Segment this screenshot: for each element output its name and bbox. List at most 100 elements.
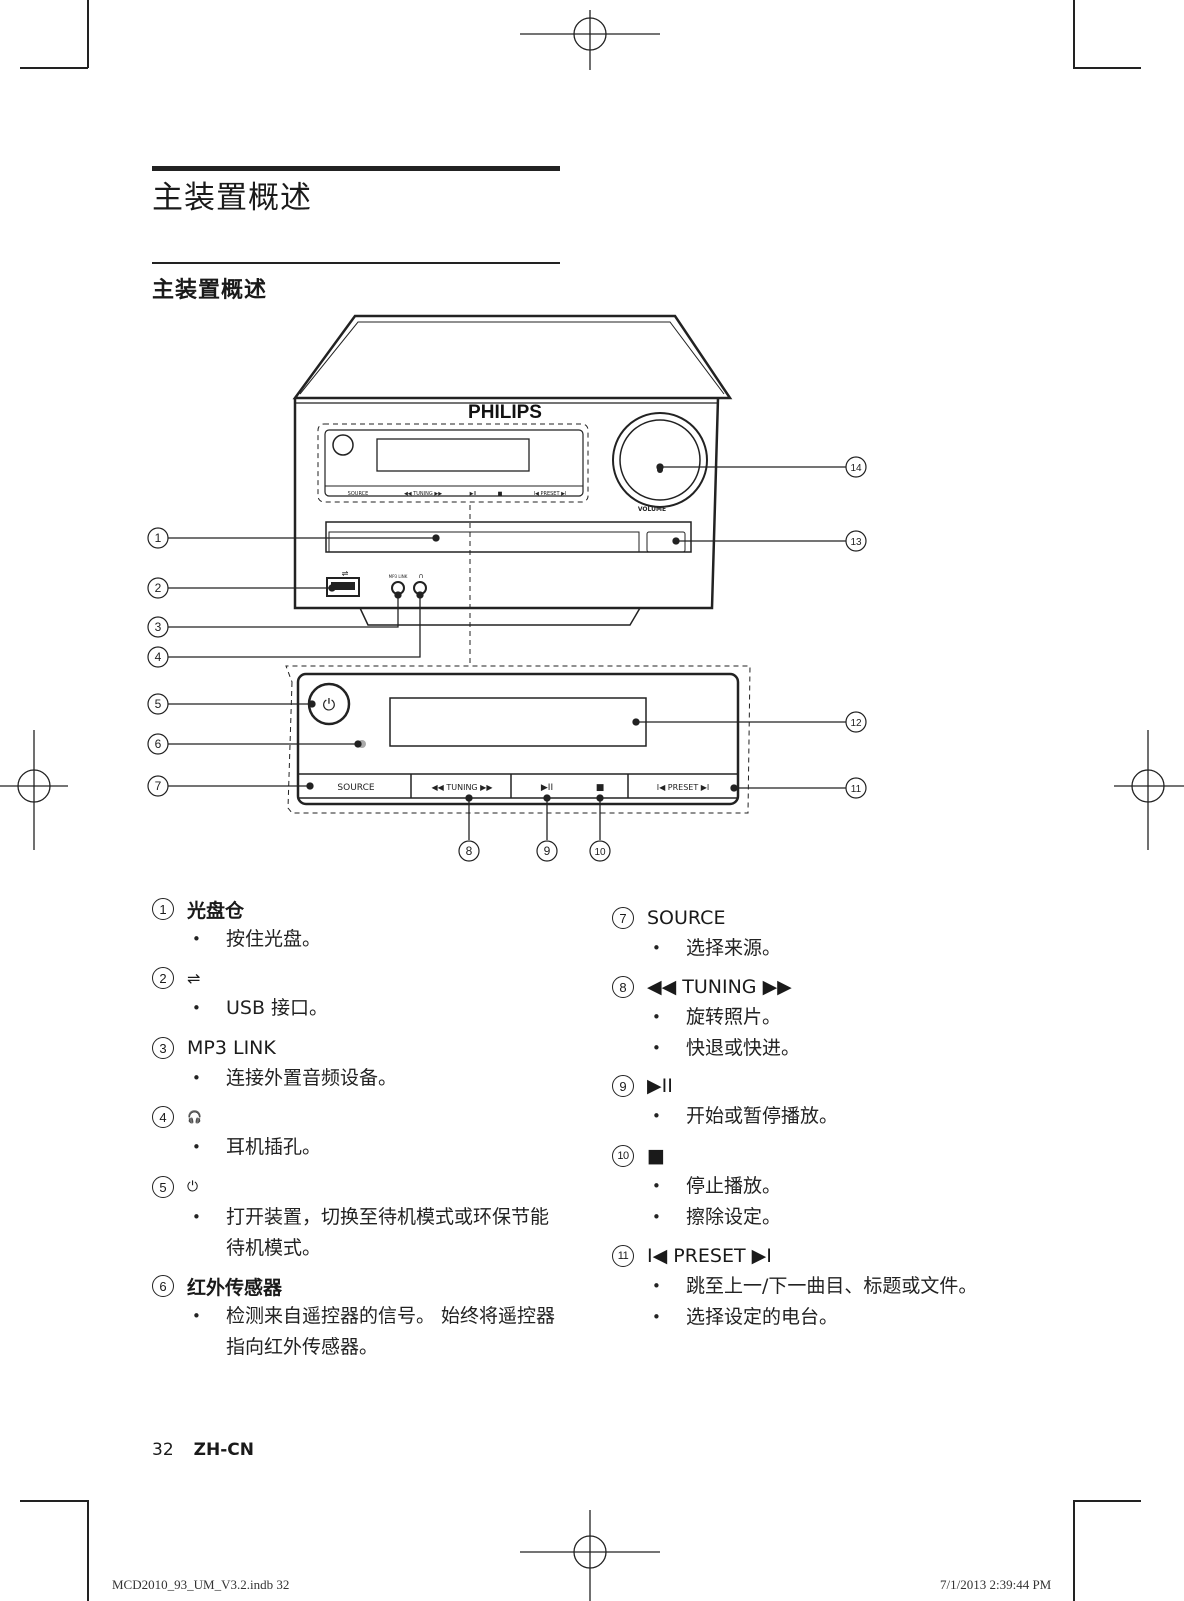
svg-text:3: 3 — [155, 620, 162, 634]
item-number: 4 — [152, 1106, 174, 1128]
page-footer: 32 ZH-CN — [152, 1440, 254, 1460]
item-bullet: 耳机插孔。 — [152, 1132, 572, 1163]
item-bullet: 跳至上一/下一曲目、标题或文件。 — [612, 1271, 1152, 1302]
item-number: 7 — [612, 907, 634, 929]
svg-text:14: 14 — [850, 463, 862, 474]
svg-text:◀◀ TUNING ▶▶: ◀◀ TUNING ▶▶ — [432, 783, 494, 792]
svg-text:6: 6 — [155, 737, 162, 751]
item-bullet: 检测来自遥控器的信号。 始终将遥控器指向红外传感器。 — [152, 1301, 556, 1363]
svg-text:9: 9 — [544, 844, 551, 858]
subheading-rule — [152, 262, 560, 264]
item-number: 5 — [152, 1176, 174, 1198]
callout-3: 3 — [147, 616, 169, 638]
callout-13: 13 — [845, 530, 867, 552]
device-diagram: PHILIPS SOURCE ◀◀ TUNING ▶▶ ▶II ■ I◀ PRE… — [147, 314, 867, 862]
item-number: 3 — [152, 1037, 174, 1059]
play-pause-icon: ▶II — [647, 1075, 673, 1097]
svg-text:∩: ∩ — [418, 572, 423, 580]
page-title: 主装置概述 — [152, 180, 312, 216]
item-bullet: 开始或暂停播放。 — [612, 1101, 1132, 1132]
brand-logo: PHILIPS — [468, 402, 542, 423]
item-title: 光盘仓 — [187, 899, 245, 922]
registration-target-left — [0, 730, 68, 850]
item-title: ◀◀ TUNING ▶▶ — [647, 976, 792, 998]
item-title: 红外传感器 — [187, 1276, 283, 1299]
svg-text:I◀ PRESET ▶I: I◀ PRESET ▶I — [534, 491, 567, 497]
item-bullet: 连接外置音频设备。 — [152, 1063, 572, 1094]
list-item-5: 5 ⏻ 打开装置，切换至待机模式或环保节能待机模式。 — [152, 1172, 572, 1264]
registration-target-right — [1114, 730, 1184, 850]
item-title: SOURCE — [647, 907, 726, 929]
svg-text:■: ■ — [498, 491, 503, 497]
item-bullet: 选择来源。 — [612, 933, 1132, 964]
svg-text:SOURCE: SOURCE — [348, 491, 369, 497]
callout-12: 12 — [845, 711, 867, 733]
callout-4: 4 — [147, 646, 169, 668]
list-item-2: 2 ⇌ USB 接口。 — [152, 963, 572, 1024]
callout-6: 6 — [147, 733, 169, 755]
svg-text:7: 7 — [155, 779, 162, 793]
svg-text:■: ■ — [596, 783, 605, 793]
item-bullet: USB 接口。 — [152, 993, 572, 1024]
page-number: 32 — [152, 1440, 174, 1460]
item-title: I◀ PRESET ▶I — [647, 1245, 772, 1267]
list-item-6: 6 红外传感器 检测来自遥控器的信号。 始终将遥控器指向红外传感器。 — [152, 1271, 572, 1363]
svg-text:◀◀ TUNING ▶▶: ◀◀ TUNING ▶▶ — [404, 491, 442, 497]
item-number: 11 — [612, 1245, 634, 1267]
callout-14: 14 — [845, 456, 867, 478]
svg-text:13: 13 — [850, 537, 862, 548]
svg-text:1: 1 — [155, 531, 162, 545]
item-number: 9 — [612, 1075, 634, 1097]
heading-rule — [152, 166, 560, 171]
callout-11: 11 — [845, 777, 867, 799]
item-bullet: 选择设定的电台。 — [612, 1302, 1152, 1333]
item-number: 1 — [152, 898, 174, 920]
item-number: 8 — [612, 976, 634, 998]
headphone-icon: 🎧 — [187, 1110, 202, 1124]
list-item-7: 7 SOURCE 选择来源。 — [612, 903, 1132, 964]
callout-7: 7 — [147, 775, 169, 797]
list-item-3: 3 MP3 LINK 连接外置音频设备。 — [152, 1033, 572, 1094]
svg-text:5: 5 — [155, 697, 162, 711]
svg-text:2: 2 — [155, 581, 162, 595]
list-item-9: 9 ▶II 开始或暂停播放。 — [612, 1071, 1132, 1132]
list-item-8: 8◀◀ TUNING ▶▶ 旋转照片。 快退或快进。 — [612, 972, 1132, 1064]
item-number: 6 — [152, 1275, 174, 1297]
section-subtitle: 主装置概述 — [152, 278, 268, 303]
svg-text:▶II: ▶II — [470, 491, 477, 497]
svg-text:⇌: ⇌ — [342, 569, 349, 578]
svg-text:12: 12 — [850, 718, 862, 729]
power-icon: ⏻ — [187, 1179, 199, 1195]
list-item-11: 11 I◀ PRESET ▶I 跳至上一/下一曲目、标题或文件。 选择设定的电台。 — [612, 1241, 1152, 1333]
callout-2: 2 — [147, 577, 169, 599]
print-timestamp: 7/1/2013 2:39:44 PM — [940, 1577, 1052, 1592]
callout-5: 5 — [147, 693, 169, 715]
registration-target-bottom — [520, 1510, 660, 1601]
registration-target-top — [520, 10, 660, 70]
list-item-10: 10 ■ 停止播放。 擦除设定。 — [612, 1141, 1132, 1233]
item-bullet: 打开装置，切换至待机模式或环保节能待机模式。 — [152, 1202, 556, 1264]
item-bullet: 擦除设定。 — [612, 1202, 1132, 1233]
print-file-info: MCD2010_93_UM_V3.2.indb 32 — [112, 1577, 290, 1592]
item-bullet: 旋转照片。 — [612, 1002, 1132, 1033]
svg-text:SOURCE: SOURCE — [337, 783, 374, 793]
stop-icon: ■ — [647, 1145, 665, 1167]
item-number: 2 — [152, 967, 174, 989]
item-bullet: 停止播放。 — [612, 1171, 1132, 1202]
svg-text:⏻: ⏻ — [323, 695, 336, 714]
item-title: MP3 LINK — [187, 1037, 276, 1059]
svg-text:8: 8 — [466, 844, 473, 858]
language-code: ZH-CN — [193, 1440, 254, 1460]
svg-text:▶II: ▶II — [541, 783, 553, 793]
callout-10: 10 — [589, 840, 611, 862]
svg-text:11: 11 — [851, 784, 862, 795]
list-item-1: 1 光盘仓 按住光盘。 — [152, 894, 572, 955]
item-bullet: 按住光盘。 — [152, 924, 572, 955]
callout-9: 9 — [536, 840, 558, 862]
item-number: 10 — [612, 1145, 634, 1167]
svg-text:10: 10 — [594, 847, 606, 858]
usb-icon: ⇌ — [187, 968, 201, 988]
svg-text:4: 4 — [155, 650, 162, 664]
svg-text:MP3 LINK: MP3 LINK — [389, 574, 408, 579]
list-item-4: 4 🎧 耳机插孔。 — [152, 1102, 572, 1163]
